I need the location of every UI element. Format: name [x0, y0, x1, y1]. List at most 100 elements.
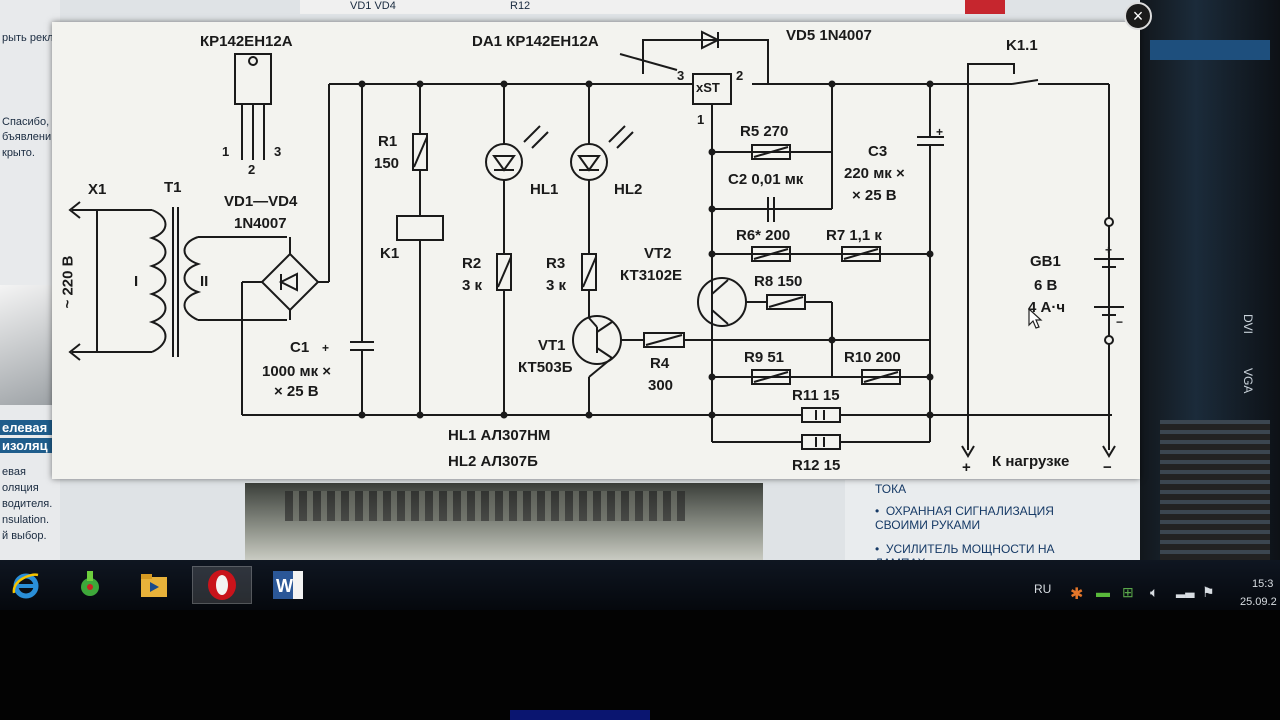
r3-value: 3 к — [546, 277, 567, 294]
left-thumbnail[interactable] — [0, 285, 54, 405]
gb1-minus: − — [1116, 315, 1124, 329]
left-text: й выбор. — [2, 530, 47, 542]
gb1-voltage: 6 В — [1034, 277, 1058, 294]
r1-label: R1 — [378, 133, 398, 150]
word-letter: W — [276, 576, 293, 596]
opera-icon — [208, 570, 236, 600]
gb1-plus: + — [1105, 243, 1113, 257]
chip-package — [234, 53, 272, 105]
related-links: ТОКА • ОХРАННАЯ СИГНАЛИЗАЦИЯ СВОИМИ РУКА… — [845, 480, 1145, 570]
page-top-strip: VD1 VD4 R12 — [300, 0, 1000, 14]
monitor-hardware-area: DVI VGA — [1140, 0, 1280, 570]
left-text: оляция — [2, 482, 39, 494]
tray-green-icon[interactable]: ▬ — [1096, 584, 1110, 600]
vt2-type: КТ3102Е — [620, 267, 683, 284]
link-item-cont[interactable]: СВОИМИ РУКАМИ — [875, 518, 981, 532]
r5-label: R5 270 — [740, 123, 789, 140]
r4-label: R4 — [650, 355, 670, 372]
r12-label: R12 15 — [792, 457, 841, 474]
link-item[interactable]: • ОХРАННАЯ СИГНАЛИЗАЦИЯ — [875, 504, 1054, 518]
app-green-icon — [81, 571, 99, 596]
tray-app-icon[interactable]: ✱ — [1070, 586, 1084, 603]
link-partial[interactable]: ТОКА — [875, 482, 907, 496]
vt2-label: VT2 — [644, 245, 672, 262]
tray-network-icon[interactable]: ⊞ — [1122, 584, 1134, 600]
winding-1-label: I — [134, 273, 139, 290]
page-left-column: рыть рекл Спасибо, бъявлени крыто. елева… — [0, 0, 62, 560]
link-label: ОХРАННАЯ СИГНАЛИЗАЦИЯ — [885, 504, 1054, 518]
link-item[interactable]: • УСИЛИТЕЛЬ МОЩНОСТИ НА — [875, 542, 1055, 556]
c1-value: 1000 мк × — [262, 363, 332, 380]
left-text: евая — [2, 466, 26, 478]
left-link[interactable]: рыть рекл — [2, 32, 54, 44]
link-label: УСИЛИТЕЛЬ МОЩНОСТИ НА — [885, 542, 1055, 556]
left-text: nsulation. — [2, 514, 50, 526]
port-label-dvi: DVI — [1241, 314, 1255, 335]
da1-pin: 3 — [677, 68, 685, 83]
r2-label: R2 — [462, 255, 482, 272]
minus-terminal: − — [1103, 459, 1112, 476]
schematic-drawing — [68, 30, 1124, 458]
r1-value: 150 — [374, 155, 400, 172]
chip-pin: 3 — [274, 144, 282, 159]
bridge-type: 1N4007 — [234, 215, 287, 232]
r9-label: R9 51 — [744, 349, 785, 366]
r2-value: 3 к — [462, 277, 483, 294]
left-heading[interactable]: елевая — [0, 420, 62, 435]
c3-value: 220 мк × — [844, 165, 905, 182]
plus-terminal: + — [962, 459, 971, 476]
mains-label: ~ 220 В — [59, 255, 77, 309]
taskbar-explorer-button[interactable] — [130, 566, 178, 604]
bridge-label: VD1—VD4 — [224, 193, 298, 210]
winding-2-label: II — [200, 273, 209, 290]
da1-pin: 1 — [697, 112, 705, 127]
taskbar-word-button[interactable]: W — [264, 566, 312, 604]
close-lightbox-button[interactable]: × — [1124, 2, 1152, 30]
left-text: бъявлени — [2, 131, 52, 143]
c3-plus: + — [936, 125, 944, 139]
chip-pin: 1 — [222, 144, 230, 159]
hl2-type: HL2 АЛ307Б — [448, 453, 538, 470]
k1-label: K1 — [380, 245, 400, 262]
left-heading[interactable]: изоляц — [0, 438, 62, 453]
ie-icon — [12, 573, 39, 599]
chip-label: КР142ЕН12А — [200, 33, 293, 50]
taskbar-green-app-button[interactable] — [66, 566, 114, 604]
c2-label: C2 0,01 мк — [728, 171, 804, 188]
hl2-label: HL2 — [614, 181, 643, 198]
da1-pin: 2 — [736, 68, 744, 83]
r8-label: R8 150 — [754, 273, 803, 290]
word-icon: W — [273, 571, 303, 599]
vd5-label: VD5 1N4007 — [786, 27, 872, 44]
taskbar-ie-button[interactable] — [2, 566, 50, 604]
x1-label: X1 — [88, 181, 107, 198]
explorer-icon — [141, 574, 167, 597]
clock-time[interactable]: 15:3 — [1252, 578, 1274, 590]
port-label-vga: VGA — [1241, 368, 1255, 394]
r7-label: R7 1,1 к — [826, 227, 882, 244]
flag-icon[interactable]: ⚑ — [1202, 584, 1215, 600]
r10-label: R10 200 — [844, 349, 901, 366]
left-text: Спасибо, — [2, 116, 50, 128]
da1-body: xST — [696, 80, 720, 95]
r11-label: R11 15 — [792, 387, 840, 404]
vt1-type: КТ503Б — [518, 359, 573, 376]
c3-label: C3 — [868, 143, 888, 160]
hl1-type: HL1 АЛ307НМ — [448, 427, 551, 444]
t1-label: T1 — [164, 179, 182, 196]
speaker-icon[interactable]: 🔈︎ — [1150, 584, 1159, 600]
monitor-bezel — [0, 610, 1280, 720]
taskbar-opera-button[interactable] — [192, 566, 252, 604]
k11-label: K1.1 — [1006, 37, 1038, 54]
left-text: водителя. — [2, 498, 53, 510]
signal-icon[interactable]: ▂▃ — [1176, 584, 1195, 598]
c1-voltage: × 25 В — [274, 383, 319, 400]
load-label: К нагрузке — [992, 453, 1070, 470]
language-indicator[interactable]: RU — [1034, 582, 1052, 596]
c3-voltage: × 25 В — [852, 187, 897, 204]
taskbar: W RU ✱ ▬ ⊞ 🔈︎ ▂▃ ⚑ 15:3 25.09.2 — [0, 560, 1280, 610]
gb1-capacity: 4 А·ч — [1028, 299, 1066, 316]
top-snip: VD1 VD4 — [350, 0, 396, 12]
clock-date[interactable]: 25.09.2 — [1240, 596, 1277, 608]
